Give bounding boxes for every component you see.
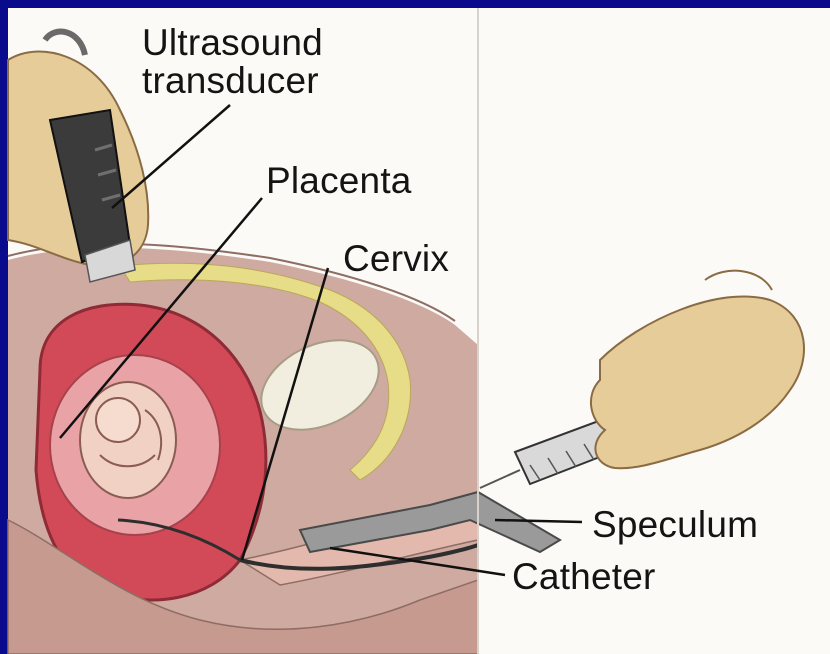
label-ultrasound-line1: Ultrasound bbox=[142, 24, 323, 62]
label-speculum: Speculum bbox=[592, 506, 758, 544]
label-placenta: Placenta bbox=[266, 162, 412, 200]
fetus bbox=[80, 382, 176, 498]
label-catheter: Catheter bbox=[512, 558, 656, 596]
label-ultrasound-line2: transducer bbox=[142, 62, 319, 100]
label-cervix: Cervix bbox=[343, 240, 449, 278]
